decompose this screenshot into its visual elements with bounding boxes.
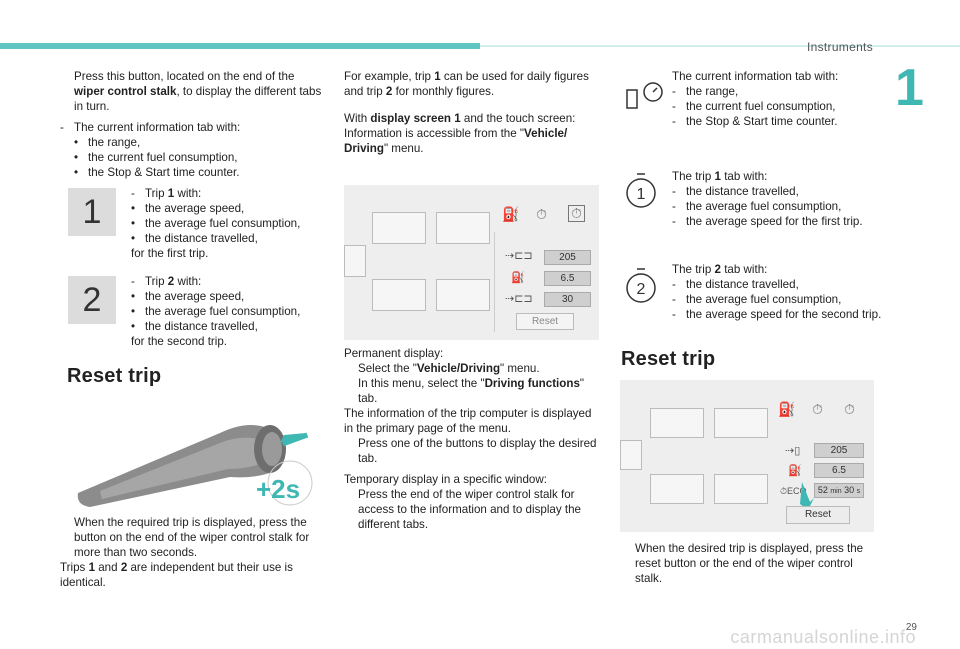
screen-tile[interactable]	[436, 279, 490, 311]
reset-trip-heading-2: Reset trip	[621, 348, 716, 370]
fuel-pump-icon: ⛽	[511, 272, 525, 284]
col3-current: The current information tab with: -the r…	[672, 70, 839, 128]
svg-text:1: 1	[637, 186, 646, 203]
tab-icons: ⛽ ⏱ ⏱	[770, 400, 870, 425]
distance-value: 30	[544, 292, 591, 307]
stop-start-icon: ⏱ECO	[780, 486, 807, 496]
col3-trip2: The trip 2 tab with: -the distance trave…	[672, 263, 882, 321]
pointer-arrow-icon	[800, 482, 814, 510]
current-info-title: -The current information tab with:	[60, 121, 241, 134]
trip2-tab-icon[interactable]: ⏱	[844, 401, 855, 417]
display-screen-1: ⛽ ⏱ ⏱ ⇢⊏⊐ ⛽ ⇢⊏⊐ 205 6.5 30 Reset	[344, 185, 599, 340]
col1-trip2: -Trip 2 with: •the average speed, •the a…	[131, 275, 301, 348]
col1-reset: When the required trip is displayed, pre…	[60, 516, 310, 589]
tab-icons: ⛽ ⏱ ⏱	[494, 205, 594, 230]
screen-tile[interactable]	[650, 474, 704, 504]
screen-tile[interactable]	[714, 408, 768, 438]
col2-text-bottom: Permanent display: Select the "Vehicle/D…	[344, 347, 597, 531]
current-info-icon: ⇢▯	[785, 445, 801, 457]
wiper-stalk-illustration: +2s	[77, 425, 313, 507]
car-range-icon: ⇢⊏⊐	[505, 250, 533, 262]
screen-side-button[interactable]	[620, 440, 642, 470]
trip1-stopwatch-icon: 1	[626, 173, 656, 208]
reset-button[interactable]: Reset	[786, 506, 850, 524]
trip2-stopwatch-icon: 2	[626, 268, 656, 303]
col1-intro: Press this button, located on the end of…	[60, 69, 325, 180]
trip1-tab-icon[interactable]: ⏱	[536, 206, 547, 222]
screen-tile[interactable]	[436, 212, 490, 244]
current-info-item: •the range,	[74, 136, 141, 149]
press-plus-2s-label: +2s	[256, 474, 300, 504]
reset-button[interactable]: Reset	[516, 313, 574, 330]
header-accent-bar	[0, 43, 480, 49]
fuel-tab-icon[interactable]: ⛽	[502, 206, 520, 222]
current-info-item: •the Stop & Start time counter.	[74, 166, 240, 179]
col1-trip1: -Trip 1 with: •the average speed, •the a…	[131, 187, 301, 260]
trip1-badge: 1	[68, 188, 116, 236]
car-distance-icon: ⇢⊏⊐	[505, 293, 533, 305]
fuel-value: 6.5	[814, 463, 864, 478]
trip2-badge: 2	[68, 276, 116, 324]
intro-instruction: Press this button, located on the end of…	[74, 70, 322, 113]
fuel-value: 6.5	[544, 271, 591, 286]
watermark: carmanualsonline.info	[730, 627, 916, 647]
screen-tile[interactable]	[714, 474, 768, 504]
screen-tile[interactable]	[372, 212, 426, 244]
range-value: 205	[544, 250, 591, 265]
screen-side-button[interactable]	[344, 245, 366, 277]
page-number: 29	[905, 622, 917, 633]
col2-text-top: For example, trip 1 can be used for dail…	[344, 70, 589, 155]
stop-start-time-value: 52 min 30 s	[814, 483, 864, 498]
fuel-pump-icon: ⛽	[788, 465, 802, 477]
range-value: 205	[814, 443, 864, 458]
reset-trip-heading-1: Reset trip	[67, 365, 162, 387]
current-info-item: •the current fuel consumption,	[74, 151, 238, 164]
press-duration-label: +2s	[256, 474, 300, 504]
svg-text:2: 2	[637, 281, 646, 298]
screen-tile[interactable]	[372, 279, 426, 311]
current-info-tab-icon	[626, 82, 663, 109]
section-title: Instruments	[807, 40, 873, 54]
trip1-tab-icon[interactable]: ⏱	[812, 401, 823, 417]
trip2-tab-icon[interactable]: ⏱	[568, 205, 585, 222]
chapter-number: 1	[895, 59, 924, 117]
col3-trip1: The trip 1 tab with: -the distance trave…	[672, 170, 863, 228]
display-screen-2: ⛽ ⏱ ⏱ ⇢▯ ⛽ ⏱ECO 205 6.5 52 min 30 s Rese…	[620, 380, 874, 532]
col3-final: When the desired trip is displayed, pres…	[635, 542, 864, 585]
screen-tile[interactable]	[650, 408, 704, 438]
screen-values-panel: ⇢⊏⊐ ⛽ ⇢⊏⊐	[494, 232, 595, 332]
fuel-tab-icon[interactable]: ⛽	[778, 401, 796, 417]
header-line	[480, 45, 960, 47]
